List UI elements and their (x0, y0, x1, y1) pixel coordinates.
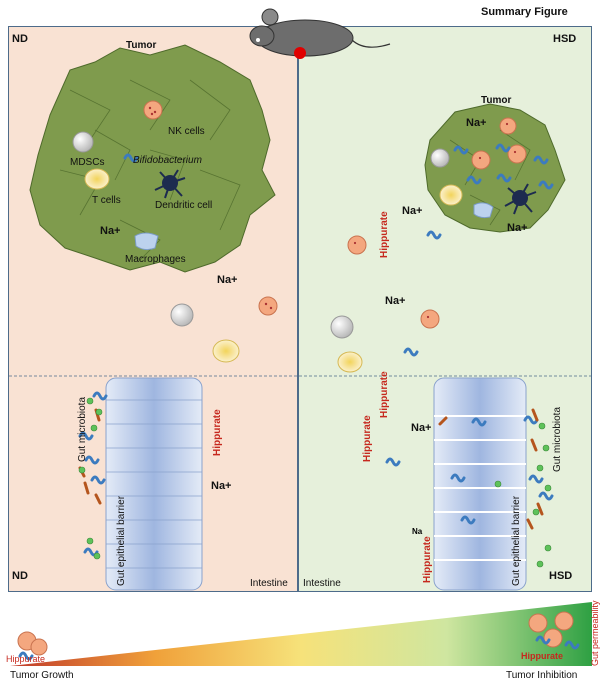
hippurate-label-nd: Hippurate (212, 409, 223, 456)
nd-tag-bottom: ND (12, 570, 28, 582)
nd-mdsc-cell (72, 131, 94, 153)
nd-tumor-label: Tumor (126, 40, 157, 51)
hsd-tag-bottom: HSD (549, 570, 573, 582)
nd-intestine-label: Intestine (250, 578, 288, 589)
na-plus-label: Na+ (211, 480, 232, 492)
hsd-tumor-mass (424, 103, 566, 233)
nd-gut-epithelial-barrier-label: Gut epithelial barrier (116, 495, 127, 586)
nd-nk-cell-free (258, 296, 278, 316)
nd-bifidobacterium (123, 153, 139, 163)
mdscs-label: MDSCs (70, 157, 105, 168)
hsd-gut-microbiota-label: Gut microbiota (552, 406, 563, 472)
t-cells-label: T cells (92, 195, 121, 206)
na-plus-label: Na+ (402, 205, 423, 217)
hsd-tumor-label: Tumor (481, 95, 512, 106)
hsd-dendritic-cell (504, 183, 537, 215)
na-plus-label: Na+ (507, 222, 528, 234)
hsd-gut-microbiota-cluster (438, 408, 554, 568)
hippurate-cells-right (528, 611, 580, 650)
hsd-bifidobacterium-cluster (453, 143, 554, 190)
nd-tumor-mass (29, 44, 276, 273)
hsd-t-cell (439, 184, 463, 206)
nd-nk-cell (143, 100, 163, 120)
nd-tag-top: ND (12, 33, 28, 45)
na-label: Na (412, 527, 423, 536)
summary-figure-title: Summary Figure (481, 6, 568, 18)
nd-macrophage-cell (134, 232, 159, 251)
hippurate-left-label: Hippurate (6, 654, 46, 664)
macrophages-label: Macrophages (125, 254, 186, 265)
hsd-macrophage-cell (473, 202, 494, 219)
hippurate-label-hsd: Hippurate (379, 371, 390, 418)
nd-mdsc-free (170, 303, 194, 327)
tumor-inhibition-label: Tumor Inhibition (506, 670, 578, 681)
hsd-nk-cells (471, 117, 527, 170)
mouse-icon (249, 8, 391, 59)
hippurate-right-label: Hippurate (521, 651, 564, 661)
na-plus-label: Na+ (217, 274, 238, 286)
na-plus-label: Na+ (100, 225, 121, 237)
nk-cells-label: NK cells (168, 126, 205, 137)
hsd-mdsc-free (330, 315, 354, 339)
na-plus-label: Na+ (466, 117, 487, 129)
dendritic-cell-label: Dendritic cell (155, 200, 213, 211)
hippurate-label-hsd: Hippurate (422, 536, 433, 583)
hsd-t-cell-free (337, 351, 363, 373)
nd-gut-epithelial-barrier (105, 377, 203, 591)
hsd-intestine-label: Intestine (303, 578, 341, 589)
nd-gut-microbiota-cluster (78, 391, 108, 560)
hippurate-label-hsd: Hippurate (379, 211, 390, 258)
hsd-nk-cells-free (347, 235, 440, 329)
nd-t-cell-free (212, 339, 240, 363)
nd-t-cell (84, 168, 110, 190)
bifidobacterium-label: Bifidobacterium (133, 155, 202, 166)
hsd-tag-top: HSD (553, 33, 577, 45)
hsd-gut-epithelial-barrier-label: Gut epithelial barrier (511, 495, 522, 586)
hsd-free-bifidobacterium (385, 230, 442, 467)
gut-permeability-wedge (10, 602, 592, 666)
nd-gut-microbiota-label: Gut microbiota (77, 396, 88, 462)
na-plus-label: Na+ (385, 295, 406, 307)
hsd-mdsc-cell (430, 148, 450, 168)
gut-permeability-label: Gut permeability (590, 600, 600, 666)
na-plus-label: Na+ (411, 422, 432, 434)
tumor-growth-label: Tumor Growth (10, 670, 74, 681)
hsd-gut-epithelial-barrier (433, 377, 527, 591)
hippurate-label-hsd: Hippurate (362, 415, 373, 462)
nd-dendritic-cell (154, 169, 186, 199)
hippurate-cells-left (17, 631, 48, 661)
